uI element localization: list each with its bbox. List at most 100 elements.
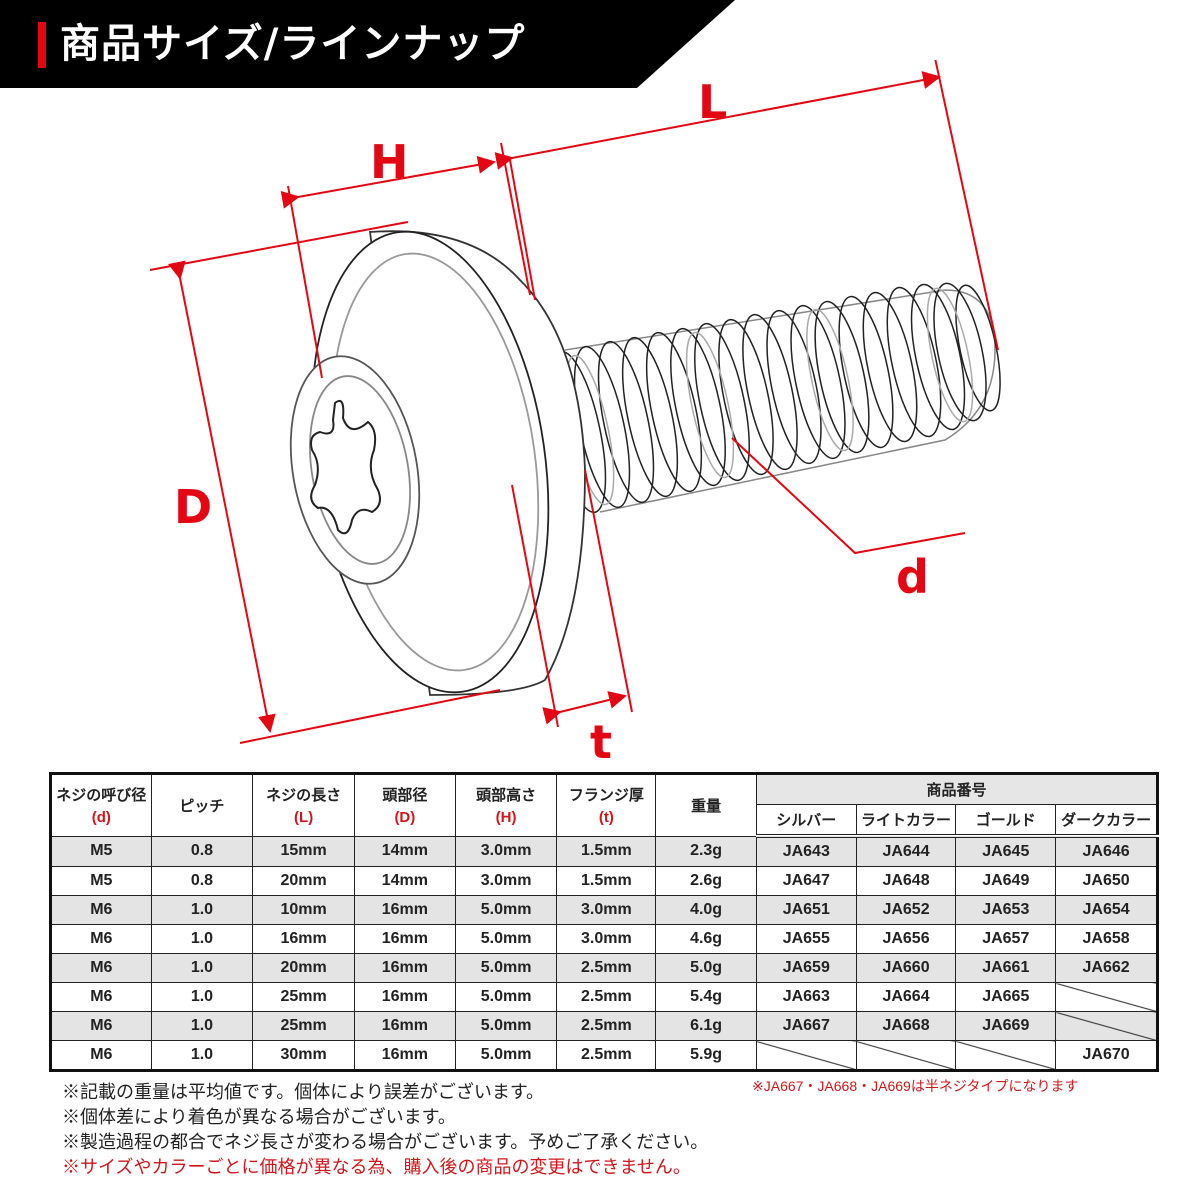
- cell-flange: 2.5mm: [556, 1011, 657, 1041]
- header-thread-diameter: ネジの呼び径(d): [50, 773, 152, 837]
- torx-socket: [310, 399, 381, 535]
- cell-dark: JA662: [1055, 953, 1158, 983]
- note-color-variance: ※個体差により着色が異なる場合がございます。: [62, 1107, 456, 1127]
- table-row: M5 0.8 20mm 14mm 3.0mm 1.5mm 2.6g JA647 …: [50, 866, 1158, 896]
- cell-pitch: 1.0: [150, 982, 254, 1012]
- cell-weight: 5.4g: [655, 982, 757, 1012]
- header-head-height: 頭部高さ(H): [454, 773, 558, 837]
- cell-not-available: [855, 1040, 957, 1071]
- cell-silver: JA663: [755, 982, 857, 1012]
- cell-head-diameter: 16mm: [353, 1040, 456, 1071]
- cell-gold: JA669: [955, 1011, 1057, 1041]
- cell-weight: 4.6g: [655, 924, 757, 954]
- cell-pitch: 1.0: [150, 953, 254, 983]
- cell-gold: JA661: [955, 953, 1057, 983]
- cell-head-height: 5.0mm: [454, 953, 558, 983]
- cell-d: M6: [50, 924, 152, 954]
- cell-length: 16mm: [252, 924, 355, 954]
- cell-length: 15mm: [252, 835, 355, 867]
- cell-not-available: [955, 1040, 1057, 1071]
- table-row: M6 1.0 16mm 16mm 5.0mm 3.0mm 4.6g JA655 …: [50, 924, 1158, 954]
- banner-background: [0, 0, 735, 88]
- cell-silver: JA659: [755, 953, 857, 983]
- note-length-variance: ※製造過程の都合でネジ長さが変わる場合がございます。予めご了承ください。: [62, 1132, 709, 1152]
- cell-light: JA648: [855, 866, 957, 896]
- cell-dark: JA650: [1055, 866, 1158, 896]
- cell-not-available: [755, 1040, 857, 1071]
- cell-pitch: 1.0: [150, 924, 254, 954]
- cell-head-diameter: 16mm: [353, 953, 456, 983]
- note-no-exchange: ※サイズやカラーごとに価格が異なる為、購入後の商品の変更はできません。: [62, 1157, 691, 1177]
- header-thread-length: ネジの長さ(L): [252, 773, 355, 837]
- dim-label-d: d: [896, 550, 929, 604]
- footer-notes: ※記載の重量は平均値です。個体により誤差がございます。 ※個体差により着色が異な…: [62, 1080, 708, 1180]
- bolt-drawing: [149, 57, 1001, 744]
- cell-silver: JA651: [755, 895, 857, 925]
- cell-light: JA668: [855, 1011, 957, 1041]
- dim-label-H: H: [370, 135, 409, 189]
- cell-head-height: 3.0mm: [454, 866, 558, 896]
- header-banner: 商品サイズ/ラインナップ: [0, 0, 740, 88]
- cell-not-available: [1055, 1011, 1158, 1041]
- cell-head-diameter: 16mm: [353, 924, 456, 954]
- cell-d: M6: [50, 895, 152, 925]
- cell-dark: JA654: [1055, 895, 1158, 925]
- cell-silver: JA655: [755, 924, 857, 954]
- cell-light: JA644: [855, 835, 957, 867]
- cell-d: M5: [50, 866, 152, 896]
- cell-head-height: 3.0mm: [454, 835, 558, 867]
- cell-gold: JA649: [955, 866, 1057, 896]
- page-title: 商品サイズ/ラインナップ: [60, 21, 526, 67]
- cell-flange: 2.5mm: [556, 982, 657, 1012]
- header-product-number: 商品番号: [755, 773, 1159, 805]
- cell-flange: 2.5mm: [556, 1040, 657, 1071]
- cell-head-diameter: 16mm: [353, 982, 456, 1012]
- cell-flange: 3.0mm: [556, 924, 657, 954]
- header-dark-color: ダークカラー: [1055, 804, 1158, 838]
- cell-d: M6: [50, 1040, 152, 1071]
- header-pitch: ピッチ: [150, 773, 254, 837]
- cell-head-height: 5.0mm: [454, 895, 558, 925]
- cell-light: JA652: [855, 895, 957, 925]
- header-weight: 重量: [655, 773, 757, 837]
- cell-weight: 2.3g: [655, 835, 757, 867]
- cell-silver: JA643: [755, 835, 857, 867]
- cell-weight: 6.1g: [655, 1011, 757, 1041]
- header-silver: シルバー: [755, 804, 857, 838]
- note-weight: ※記載の重量は平均値です。個体により誤差がございます。: [62, 1082, 545, 1102]
- cell-weight: 2.6g: [655, 866, 757, 896]
- cell-light: JA660: [855, 953, 957, 983]
- table-row: M6 1.0 25mm 16mm 5.0mm 2.5mm 5.4g JA663 …: [50, 982, 1158, 1012]
- cell-length: 20mm: [252, 866, 355, 896]
- spec-table: ネジの呼び径(d) ピッチ ネジの長さ(L) 頭部径(D) 頭部高さ(H) フラ…: [49, 772, 1159, 1072]
- cell-pitch: 1.0: [150, 895, 254, 925]
- cell-weight: 4.0g: [655, 895, 757, 925]
- half-thread-note: ※JA667・JA668・JA669は半ネジタイプになります: [752, 1078, 1079, 1094]
- cell-light: JA656: [855, 924, 957, 954]
- cell-silver: JA647: [755, 866, 857, 896]
- cell-flange: 2.5mm: [556, 953, 657, 983]
- bolt-dimension-diagram: H L D d t: [0, 57, 1200, 770]
- table-row: M6 1.0 30mm 16mm 5.0mm 2.5mm 5.9g JA670: [50, 1040, 1158, 1071]
- cell-length: 10mm: [252, 895, 355, 925]
- cell-gold: JA653: [955, 895, 1057, 925]
- bolt-head: [289, 230, 586, 696]
- cell-head-height: 5.0mm: [454, 982, 558, 1012]
- cell-light: JA664: [855, 982, 957, 1012]
- cell-length: 20mm: [252, 953, 355, 983]
- table-row: M5 0.8 15mm 14mm 3.0mm 1.5mm 2.3g JA643 …: [50, 835, 1158, 867]
- cell-d: M6: [50, 953, 152, 983]
- dim-label-L: L: [698, 75, 728, 129]
- cell-gold: JA665: [955, 982, 1057, 1012]
- cell-silver: JA667: [755, 1011, 857, 1041]
- cell-weight: 5.0g: [655, 953, 757, 983]
- cell-flange: 1.5mm: [556, 835, 657, 867]
- cell-pitch: 0.8: [150, 835, 254, 867]
- cell-d: M5: [50, 835, 152, 867]
- thread-shank: [549, 282, 1001, 514]
- cell-flange: 3.0mm: [556, 895, 657, 925]
- table-row: M6 1.0 10mm 16mm 5.0mm 3.0mm 4.0g JA651 …: [50, 895, 1158, 925]
- cell-dark: JA670: [1055, 1040, 1158, 1071]
- cell-pitch: 1.0: [150, 1040, 254, 1071]
- dim-label-D: D: [174, 480, 213, 534]
